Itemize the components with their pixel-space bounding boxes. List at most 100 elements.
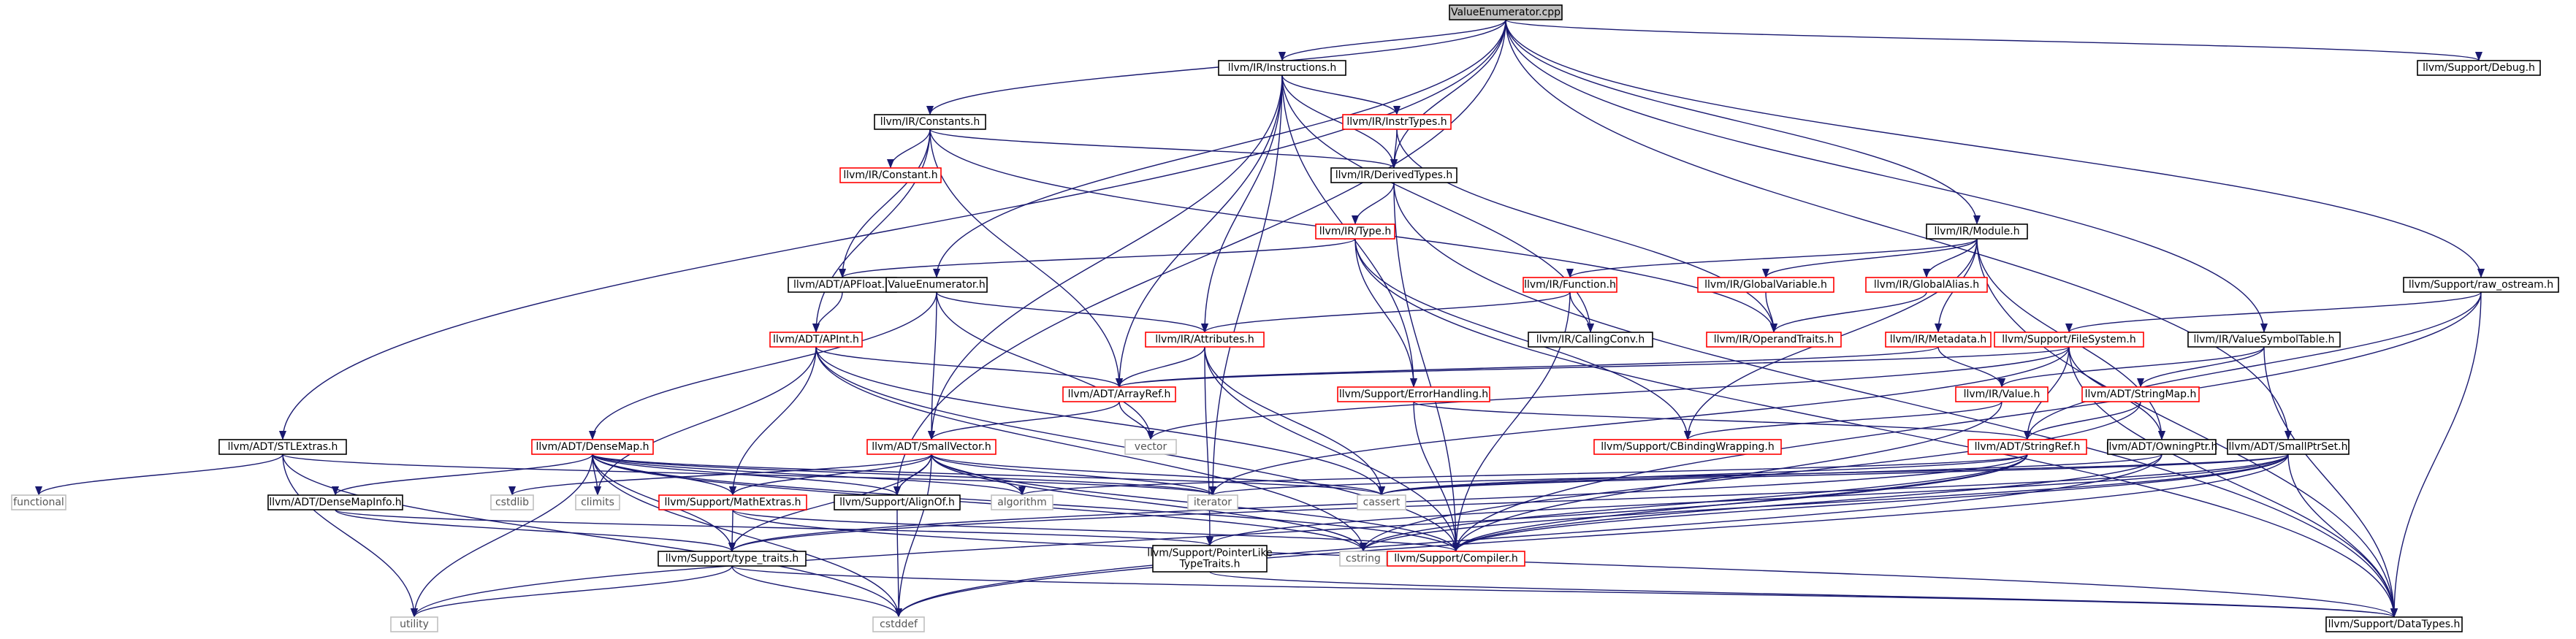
node-llvm-support-type-traits-h[interactable]: llvm/Support/type_traits.h bbox=[658, 551, 807, 567]
node-valueenumerator-h[interactable]: ValueEnumerator.h bbox=[885, 277, 988, 293]
node-label: llvm/ADT/StringMap.h bbox=[2085, 389, 2197, 400]
node-llvm-support-alignof-h[interactable]: llvm/Support/AlignOf.h bbox=[834, 494, 961, 510]
node-llvm-support-datatypes-h[interactable]: llvm/Support/DataTypes.h bbox=[2325, 616, 2463, 632]
node-llvm-ir-module-h[interactable]: llvm/IR/Module.h bbox=[1926, 223, 2028, 240]
node-llvm-adt-densemapinfo-h[interactable]: llvm/ADT/DenseMapInfo.h bbox=[267, 494, 403, 510]
node-llvm-adt-apint-h[interactable]: llvm/ADT/APInt.h bbox=[769, 332, 863, 348]
edge-stringref-to-compiler bbox=[1452, 454, 2028, 552]
edge-smallptrset-to-compiler bbox=[1452, 454, 2289, 552]
edge-apint-to-mathextras bbox=[728, 346, 817, 496]
node-box bbox=[1593, 439, 1782, 455]
node-label: llvm/Support/Compiler.h bbox=[1394, 553, 1518, 565]
node-label: llvm/ADT/ArrayRef.h bbox=[1068, 389, 1171, 400]
node-label: llvm/IR/Constant.h bbox=[843, 169, 937, 181]
edge-module-to-globalvar bbox=[1762, 238, 1978, 278]
node-llvm-support-filesystem-h[interactable]: llvm/Support/FileSystem.h bbox=[1994, 332, 2144, 348]
node-box bbox=[2325, 616, 2463, 632]
edge-attributes-to-cassert bbox=[1204, 346, 1386, 496]
node-box bbox=[1342, 114, 1452, 130]
node-llvm-adt-apfloat-h[interactable]: llvm/ADT/APFloat.h bbox=[788, 277, 897, 293]
edges-layer bbox=[35, 19, 2485, 618]
node-label: llvm/Support/DataTypes.h bbox=[2328, 619, 2461, 630]
edge-instructions-to-arrayref bbox=[1115, 74, 1283, 388]
node-box bbox=[885, 277, 988, 293]
node-box bbox=[1523, 277, 1617, 293]
edge-arrayref-to-vector bbox=[1119, 401, 1155, 440]
node-llvm-adt-owningptr-h[interactable]: llvm/ADT/OwningPtr.h bbox=[2106, 439, 2218, 455]
edge-densemapinfo-to-typetraits bbox=[335, 509, 736, 552]
node-llvm-ir-operandtraits-h[interactable]: llvm/IR/OperandTraits.h bbox=[1706, 332, 1842, 348]
node-llvm-ir-metadata-h[interactable]: llvm/IR/Metadata.h bbox=[1885, 332, 1992, 348]
edge-stlextras-to-cstddef bbox=[282, 454, 902, 618]
node-llvm-ir-callingconv-h[interactable]: llvm/IR/CallingConv.h bbox=[1528, 332, 1653, 348]
node-llvm-ir-function-h[interactable]: llvm/IR/Function.h bbox=[1523, 277, 1617, 293]
node-llvm-adt-densemap-h[interactable]: llvm/ADT/DenseMap.h bbox=[531, 439, 654, 455]
edge-derivedtypes-to-compiler bbox=[1393, 182, 1460, 552]
node-llvm-ir-derivedtypes-h[interactable]: llvm/IR/DerivedTypes.h bbox=[1330, 167, 1457, 183]
node-label: iterator bbox=[1194, 497, 1232, 508]
edge-type-to-apfloat bbox=[839, 238, 1356, 278]
node-llvm-ir-instructions-h[interactable]: llvm/IR/Instructions.h bbox=[1218, 60, 1346, 76]
edge-raw_ostream-to-stringref bbox=[2024, 291, 2482, 440]
edge-root-to-debug bbox=[1505, 19, 2482, 61]
node-label: llvm/Support/raw_ostream.h bbox=[2409, 279, 2553, 291]
edge-type-to-cbinding bbox=[1354, 238, 1691, 440]
node-llvm-ir-globalalias-h[interactable]: llvm/IR/GlobalAlias.h bbox=[1865, 277, 1988, 293]
node-llvm-ir-constant-h[interactable]: llvm/IR/Constant.h bbox=[839, 167, 942, 183]
node-llvm-ir-valuesymboltable-h[interactable]: llvm/IR/ValueSymbolTable.h bbox=[2187, 332, 2341, 348]
node-llvm-support-errorhandling-h[interactable]: llvm/Support/ErrorHandling.h bbox=[1337, 386, 1490, 402]
edge-pointerlike-to-datatypes bbox=[1209, 571, 2398, 618]
edge-module-to-globalalias bbox=[1922, 238, 1978, 278]
node-label: llvm/Support/AlignOf.h bbox=[839, 497, 955, 508]
node-llvm-adt-stringref-h[interactable]: llvm/ADT/StringRef.h bbox=[1967, 439, 2087, 455]
node-box bbox=[11, 494, 66, 510]
edge-smallvector-to-typetraits bbox=[728, 454, 932, 552]
edge-root-to-stlextras bbox=[279, 19, 1506, 440]
node-box bbox=[2107, 439, 2217, 455]
edge-module-to-datatypes bbox=[1976, 238, 2398, 618]
edge-root-to-valuesymtab bbox=[1505, 19, 2268, 333]
edge-densemap-to-densemapinfo bbox=[332, 454, 593, 496]
node-box bbox=[1967, 439, 2087, 455]
node-box bbox=[1315, 223, 1395, 240]
node-llvm-support-mathextras-h[interactable]: llvm/Support/MathExtras.h bbox=[658, 494, 807, 510]
node-llvm-adt-stlextras-h[interactable]: llvm/ADT/STLExtras.h bbox=[218, 439, 347, 455]
node-label: llvm/IR/DerivedTypes.h bbox=[1335, 169, 1453, 181]
node-llvm-support-debug-h[interactable]: llvm/Support/Debug.h bbox=[2417, 60, 2541, 76]
node-llvm-support-raw-ostream-h[interactable]: llvm/Support/raw_ostream.h bbox=[2403, 277, 2559, 293]
node-box bbox=[218, 439, 347, 455]
edge-instructions-to-attributes bbox=[1200, 74, 1283, 333]
node-llvm-ir-value-h[interactable]: llvm/IR/Value.h bbox=[1955, 386, 2049, 402]
edge-smallvector-to-mathextras bbox=[729, 454, 932, 496]
node-llvm-ir-instrtypes-h[interactable]: llvm/IR/InstrTypes.h bbox=[1342, 114, 1452, 130]
node-llvm-ir-globalvariable-h[interactable]: llvm/IR/GlobalVariable.h bbox=[1697, 277, 1834, 293]
node-box bbox=[2227, 439, 2350, 455]
edge-smallptrset-to-iterator bbox=[1209, 454, 2289, 496]
node-label: llvm/IR/CallingConv.h bbox=[1536, 334, 1645, 345]
node-llvm-adt-arrayref-h[interactable]: llvm/ADT/ArrayRef.h bbox=[1062, 386, 1176, 402]
edge-densemapinfo-to-pointerlike bbox=[335, 509, 1213, 546]
edge-valuesymtab-to-datatypes bbox=[2263, 346, 2398, 618]
node-llvm-adt-smallptrset-h[interactable]: llvm/ADT/SmallPtrSet.h bbox=[2227, 439, 2350, 455]
node-label: llvm/IR/Metadata.h bbox=[1890, 334, 1987, 345]
node-valueenumerator-cpp[interactable]: ValueEnumerator.cpp bbox=[1449, 4, 1563, 20]
node-box bbox=[1926, 223, 2028, 240]
edge-smallptrset-to-datatypes bbox=[2287, 454, 2398, 618]
edge-type-to-datatypes bbox=[1354, 238, 2398, 618]
node-llvm-ir-constants-h[interactable]: llvm/IR/Constants.h bbox=[874, 114, 986, 130]
node-box bbox=[1218, 60, 1346, 76]
edge-arrayref-to-smallvector bbox=[928, 401, 1120, 440]
node-llvm-support-cbindingwrapping-h[interactable]: llvm/Support/CBindingWrapping.h bbox=[1593, 439, 1782, 455]
node-llvm-support-compiler-h[interactable]: llvm/Support/Compiler.h bbox=[1387, 551, 1525, 567]
node-llvm-ir-attributes-h[interactable]: llvm/IR/Attributes.h bbox=[1145, 332, 1265, 348]
node-llvm-adt-stringmap-h[interactable]: llvm/ADT/StringMap.h bbox=[2081, 386, 2200, 402]
node-label: llvm/IR/Type.h bbox=[1319, 226, 1391, 237]
edge-instructions-to-callingconv bbox=[1281, 74, 1595, 333]
node-functional: functional bbox=[11, 494, 66, 510]
edge-filesystem-to-arrayref bbox=[1116, 346, 2070, 388]
node-llvm-ir-type-h[interactable]: llvm/IR/Type.h bbox=[1315, 223, 1395, 240]
node-llvm-adt-smallvector-h[interactable]: llvm/ADT/SmallVector.h bbox=[866, 439, 997, 455]
node-label: llvm/ADT/SmallPtrSet.h bbox=[2229, 441, 2348, 453]
node-box bbox=[991, 494, 1053, 510]
